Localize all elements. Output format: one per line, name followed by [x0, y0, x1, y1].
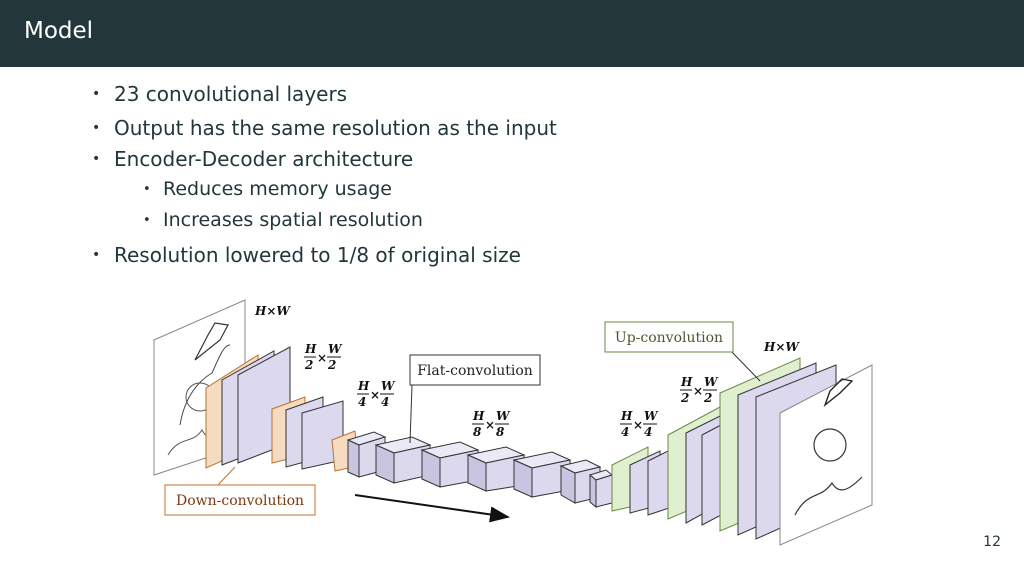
bullet-text: 23 convolutional layers: [114, 82, 348, 106]
size-half-label: H 2 × W 2: [304, 342, 343, 372]
flat-label-connector: [409, 384, 413, 444]
up-conv-label: Up-convolution: [604, 321, 734, 353]
svg-text:×: ×: [693, 384, 703, 398]
svg-text:×: ×: [370, 388, 380, 402]
size-quarter-den-w: 4: [381, 395, 389, 409]
bullet-dot-icon: •: [92, 151, 101, 167]
sub-bullet-item: • Reduces memory usage: [143, 178, 392, 200]
size-quarter-num-h: H: [357, 379, 370, 393]
flat-conv-block: [374, 436, 432, 484]
sub-bullet-item: • Increases spatial resolution: [143, 209, 423, 231]
bullet-dot-icon: •: [92, 247, 101, 263]
size-input-label: H×W: [254, 304, 291, 318]
up-label-connector: [729, 349, 761, 382]
size-half2-num-w: W: [704, 375, 719, 389]
bullet-list: • 23 convolutional layers • Output has t…: [92, 82, 557, 267]
size-half-den-h: 2: [304, 358, 313, 372]
size-quarter-label: H 4 × W 4: [357, 379, 396, 409]
bullet-item: • 23 convolutional layers: [92, 82, 348, 106]
slide-title: Model: [24, 18, 94, 44]
unet-diagram: Down-convolution Flat-convolution Up-con…: [153, 299, 873, 546]
flow-arrow-icon: [354, 494, 510, 523]
bullet-dot-icon: •: [143, 182, 151, 197]
size-half-num-h: H: [304, 342, 317, 356]
size-quarter2-den-w: 4: [644, 425, 652, 439]
page-number: 12: [983, 534, 1001, 550]
svg-text:×: ×: [317, 351, 327, 365]
svg-text:×: ×: [633, 418, 643, 432]
down-conv-label-text: Down-convolution: [176, 493, 304, 509]
size-quarter2-num-h: H: [620, 409, 633, 423]
size-eighth-den-h: 8: [473, 425, 482, 439]
size-half2-den-h: 2: [680, 391, 689, 405]
bullet-item: • Resolution lowered to 1/8 of original …: [92, 243, 521, 267]
size-output-label: H×W: [763, 340, 800, 354]
size-quarter2-num-w: W: [644, 409, 659, 423]
bullet-text: Reduces memory usage: [163, 178, 392, 200]
svg-text:×: ×: [485, 418, 495, 432]
bullet-text: Increases spatial resolution: [163, 209, 423, 231]
size-half-num-w: W: [328, 342, 343, 356]
size-half2-num-h: H: [680, 375, 693, 389]
bullet-text: Output has the same resolution as the in…: [114, 116, 557, 140]
flat-conv-label: Flat-convolution: [409, 354, 541, 386]
size-quarter2-den-h: 4: [621, 425, 629, 439]
down-label-connector: [217, 466, 236, 486]
size-eighth-label: H 8 × W 8: [472, 409, 511, 439]
bullet-text: Encoder-Decoder architecture: [114, 147, 414, 171]
up-conv-label-text: Up-convolution: [615, 330, 723, 346]
bullet-dot-icon: •: [143, 213, 151, 228]
size-quarter-den-h: 4: [358, 395, 366, 409]
size-half2-label: H 2 × W 2: [680, 375, 719, 405]
flat-conv-block: [588, 469, 614, 509]
size-eighth-den-w: 8: [496, 425, 505, 439]
size-quarter-num-w: W: [381, 379, 396, 393]
bullet-item: • Encoder-Decoder architecture: [92, 147, 414, 171]
size-quarter2-label: H 4 × W 4: [620, 409, 659, 439]
bullet-dot-icon: •: [92, 120, 101, 136]
flat-conv-label-text: Flat-convolution: [417, 363, 533, 379]
bullet-dot-icon: •: [92, 86, 101, 102]
bullet-text: Resolution lowered to 1/8 of original si…: [114, 243, 521, 267]
size-half2-den-w: 2: [703, 391, 712, 405]
size-eighth-num-h: H: [472, 409, 485, 423]
size-half-den-w: 2: [327, 358, 336, 372]
title-bar: Model: [0, 0, 1024, 67]
bullet-item: • Output has the same resolution as the …: [92, 116, 557, 140]
down-conv-label: Down-convolution: [164, 484, 316, 516]
size-eighth-num-w: W: [496, 409, 511, 423]
output-sketch-image: [779, 364, 873, 546]
